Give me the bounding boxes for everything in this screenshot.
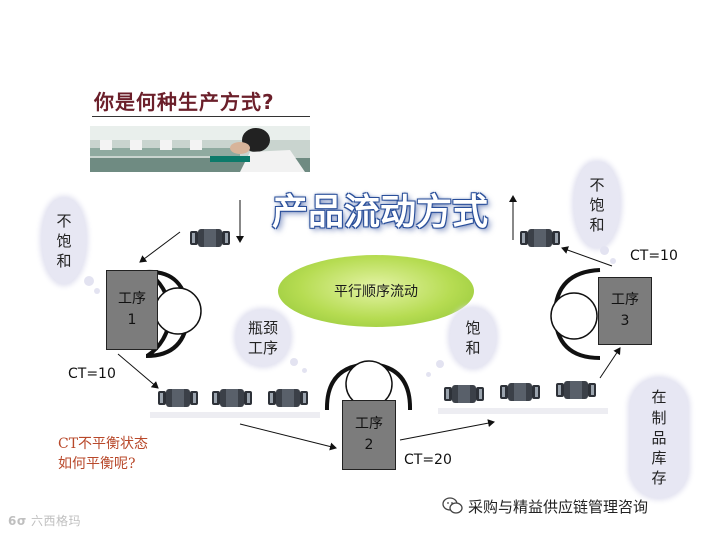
- cloud-puff: [84, 276, 94, 286]
- process-1-box: 工序 1: [106, 270, 158, 350]
- part-queue-6: [556, 381, 596, 399]
- arrow-to-process-1: [140, 232, 180, 262]
- cloud-puff: [426, 372, 431, 377]
- process-3-circle: [551, 293, 597, 339]
- arrow-process-2-out: [400, 422, 494, 440]
- ct-label-process-2: CT=20: [404, 452, 452, 468]
- cloud-puff: [290, 358, 298, 366]
- cloud-bottleneck: 瓶颈 工序: [236, 310, 290, 366]
- part-queue-1: [158, 389, 198, 407]
- footer-watermark: 采购与精益供应链管理咨询: [442, 496, 648, 517]
- part-queue-2: [212, 389, 252, 407]
- part-queue-5: [500, 383, 540, 401]
- logo-watermark: 6σ 六西格玛: [8, 512, 81, 529]
- cloud-puff: [436, 360, 444, 368]
- ct-label-process-3: CT=10: [630, 248, 678, 264]
- wechat-icon: [442, 497, 464, 515]
- process-2-box: 工序 2: [342, 400, 396, 470]
- ct-imbalance-note: CT不平衡状态 如何平衡呢?: [58, 434, 148, 475]
- part-input: [190, 229, 230, 247]
- cloud-puff: [610, 258, 616, 264]
- cloud-puff: [600, 246, 609, 255]
- process-3-box: 工序 3: [598, 277, 652, 345]
- arrow-to-process-3: [600, 348, 620, 378]
- part-queue-3: [268, 389, 308, 407]
- process-1-circle: [155, 288, 201, 334]
- cloud-puff: [302, 368, 307, 373]
- part-output: [520, 229, 560, 247]
- arrow-process-1-out: [118, 354, 158, 388]
- ct-label-process-1: CT=10: [68, 366, 116, 382]
- cloud-left-unsaturated: 不 饱 和: [42, 198, 86, 284]
- part-queue-4: [444, 385, 484, 403]
- arrow-to-process-2: [240, 424, 336, 448]
- cloud-saturated: 饱 和: [450, 308, 496, 368]
- cloud-wip-inventory: 在 制 品 库 存: [630, 378, 688, 498]
- cloud-right-unsaturated: 不 饱 和: [574, 162, 620, 248]
- cloud-puff: [94, 288, 100, 294]
